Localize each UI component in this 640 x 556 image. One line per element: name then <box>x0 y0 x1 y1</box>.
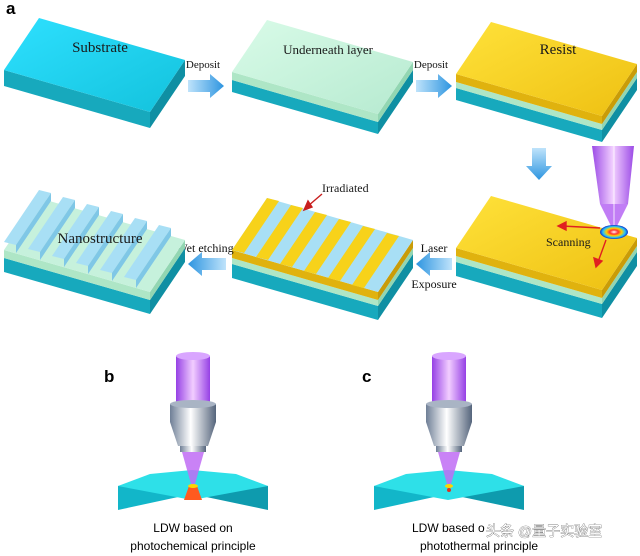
scanning-block <box>456 196 637 318</box>
irradiated-pointer <box>302 193 323 212</box>
substrate-label: Substrate <box>72 40 128 56</box>
laser-exposure-label-2: Exposure <box>411 277 456 291</box>
laser-beam-scanning <box>592 146 634 228</box>
caption-c-line1: LDW based o <box>412 521 485 535</box>
irradiated-block <box>232 198 413 320</box>
irradiated-stripes <box>232 198 399 288</box>
down-arrow <box>526 148 552 180</box>
wet-etching-label: Wet etching <box>176 241 233 255</box>
panel-label-a: a <box>6 0 16 18</box>
nanostructure-label: Nanostructure <box>58 231 143 247</box>
deposit-arrow-2-label: Deposit <box>414 59 448 71</box>
resist-block <box>456 22 637 142</box>
deposit-arrow-1 <box>188 74 224 98</box>
underneath-layer-block <box>232 20 413 134</box>
laser-exposure-arrow <box>416 252 452 276</box>
caption-b-line2: photochemical principle <box>130 539 256 553</box>
watermark: 头条 @量子实验室 <box>486 523 602 539</box>
ldw-setup-c <box>374 352 524 510</box>
deposit-arrow-2 <box>416 74 452 98</box>
caption-b-line1: LDW based on <box>153 521 232 535</box>
panel-label-c: c <box>362 367 371 386</box>
ldw-setup-b <box>118 352 268 510</box>
resist-label: Resist <box>540 42 578 58</box>
underneath-layer-label: Underneath layer <box>283 42 374 57</box>
scanning-label: Scanning <box>546 235 591 249</box>
nanostructure-ridges <box>4 190 171 288</box>
laser-spot <box>600 225 628 239</box>
deposit-arrow-1-label: Deposit <box>186 59 220 71</box>
irradiated-label: Irradiated <box>322 181 369 195</box>
nanostructure-block <box>4 190 185 314</box>
substrate-block <box>4 18 185 128</box>
caption-c-line2: photothermal principle <box>420 539 538 553</box>
panel-label-b: b <box>104 367 114 386</box>
scan-direction-arrows <box>556 220 607 269</box>
wet-etching-arrow <box>188 252 226 276</box>
laser-exposure-label-1: Laser <box>421 241 448 255</box>
